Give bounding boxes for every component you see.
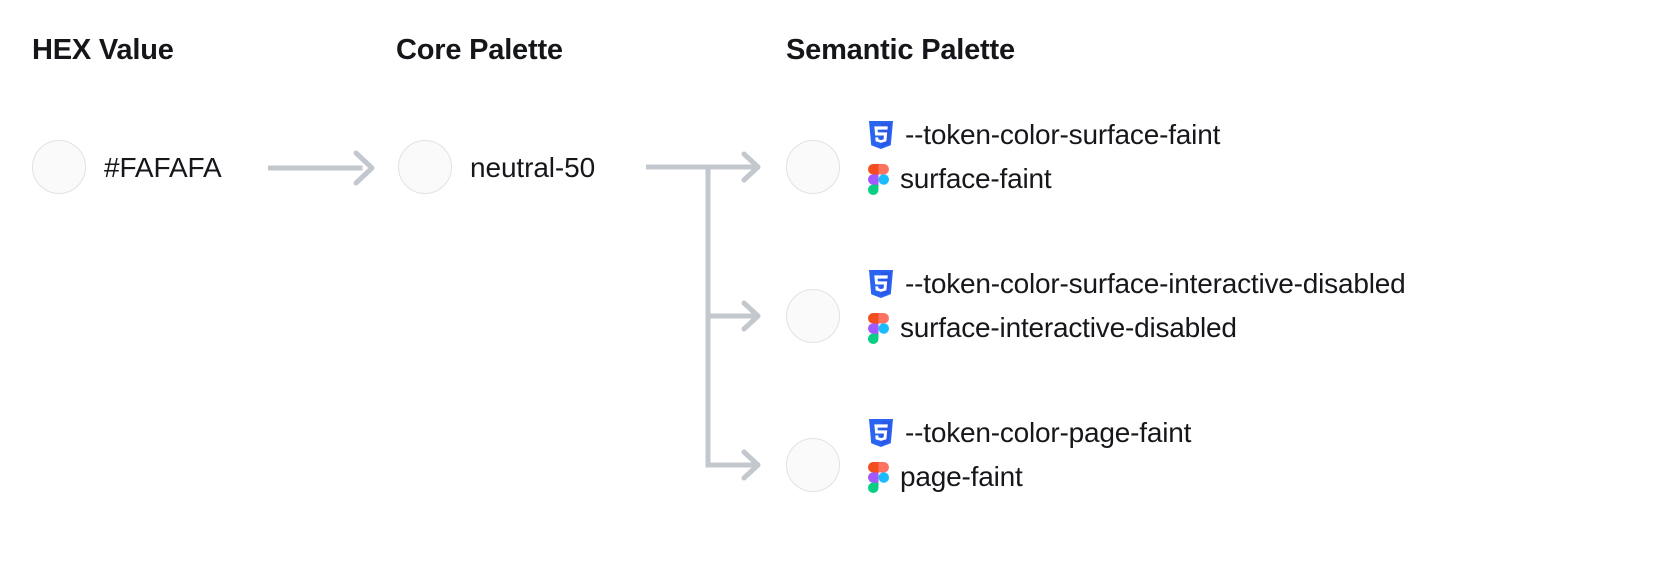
hex-value-label: #FAFAFA <box>104 152 222 183</box>
branch-connector-core-to-semantic <box>646 151 761 481</box>
css3-icon <box>868 418 894 448</box>
figma-icon <box>868 461 889 493</box>
css3-icon <box>868 269 894 299</box>
arrow-hex-to-core-icon <box>268 150 375 186</box>
figma-token-line: surface-faint <box>868 157 1220 201</box>
css-variable-label: --token-color-surface-faint <box>905 119 1221 150</box>
figma-token-line: surface-interactive-disabled <box>868 306 1405 350</box>
hex-color-swatch[interactable] <box>32 140 86 194</box>
css-variable-label: --token-color-page-faint <box>905 417 1192 448</box>
figma-token-label: page-faint <box>900 461 1023 492</box>
figma-token-label: surface-interactive-disabled <box>900 312 1237 343</box>
css-variable-line: --token-color-page-faint <box>868 411 1191 455</box>
core-value-label: neutral-50 <box>470 152 596 183</box>
css-variable-line: --token-color-surface-interactive-disabl… <box>868 262 1406 306</box>
column-header-hex-value: HEX Value <box>32 34 174 66</box>
css-variable-line: --token-color-surface-faint <box>868 113 1220 157</box>
core-color-swatch[interactable] <box>398 140 452 194</box>
semantic-token-row: --token-color-page-faint page-faint <box>868 411 1191 499</box>
figma-token-line: page-faint <box>868 455 1191 499</box>
semantic-token-row: --token-color-surface-faint surface-fain… <box>868 113 1220 201</box>
semantic-token-row: --token-color-surface-interactive-disabl… <box>868 262 1406 350</box>
figma-icon <box>868 312 889 344</box>
semantic-color-swatch[interactable] <box>786 140 840 194</box>
css-variable-label: --token-color-surface-interactive-disabl… <box>905 268 1406 299</box>
css3-icon <box>868 120 894 150</box>
semantic-color-swatch[interactable] <box>786 289 840 343</box>
column-header-core-palette: Core Palette <box>396 34 563 66</box>
column-header-semantic-palette: Semantic Palette <box>786 34 1015 66</box>
figma-icon <box>868 163 889 195</box>
figma-token-label: surface-faint <box>900 163 1052 194</box>
semantic-color-swatch[interactable] <box>786 438 840 492</box>
